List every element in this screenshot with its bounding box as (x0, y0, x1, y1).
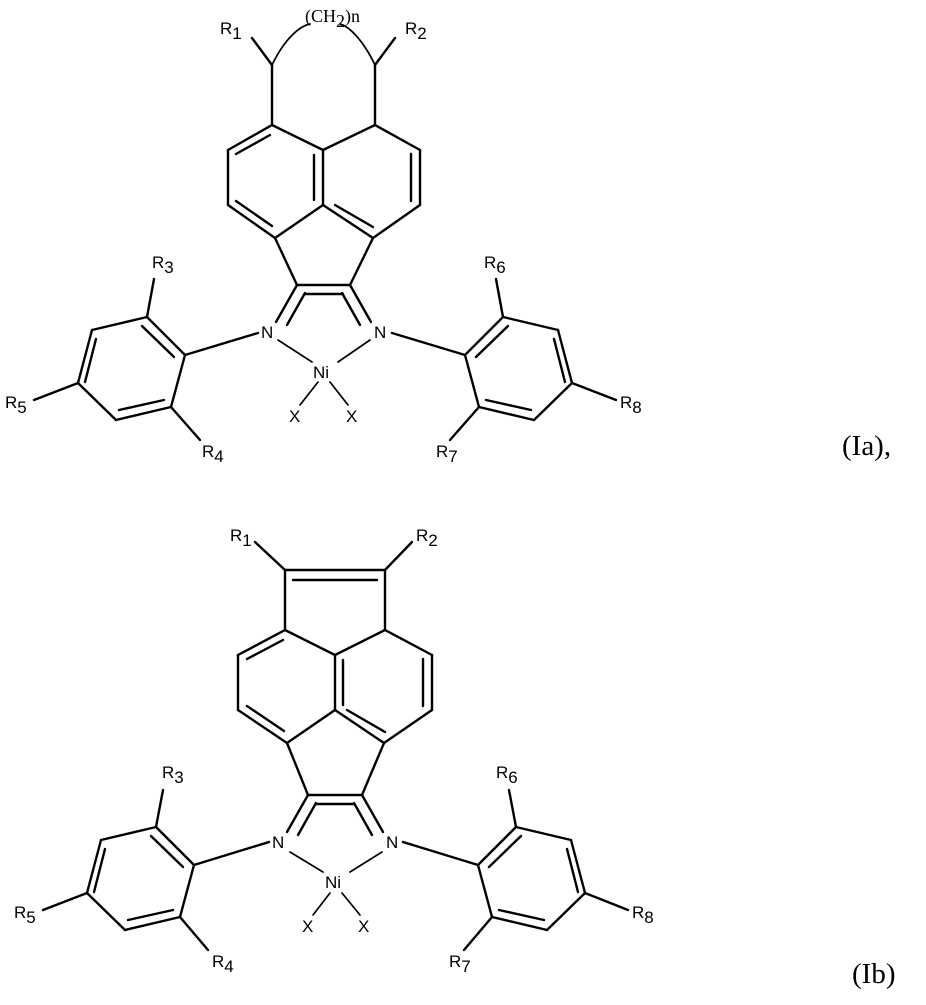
ia-r8-label: R8 (620, 393, 642, 417)
ia-r6-label: R6 (484, 253, 506, 277)
ia-bridge-label: (CH2)n (305, 6, 360, 31)
ib-r1-label: R1 (230, 526, 252, 550)
ib-ni-label: Ni (325, 873, 341, 892)
ia-x-right-label: X (346, 407, 357, 426)
ia-r1-label: R1 (220, 19, 242, 43)
formula-label-ib: (Ib) (852, 958, 895, 991)
ia-x-left-label: X (289, 407, 300, 426)
ia-n-left-label: N (261, 323, 273, 342)
ia-r2-label: R2 (405, 19, 427, 43)
ib-r6-label: R6 (496, 763, 518, 787)
ib-r7-label: R7 (449, 952, 471, 976)
ib-r5-label: R5 (14, 903, 36, 927)
structure-ia: (CH2)n R1 R2 R3 R4 R5 R6 R7 R8 N N Ni X … (5, 6, 642, 466)
ib-x-right-label: X (358, 917, 369, 936)
ib-r4-label: R4 (212, 952, 234, 976)
ia-r3-label: R3 (152, 253, 174, 277)
ia-n-right-label: N (374, 323, 386, 342)
ia-ni-label: Ni (313, 363, 329, 382)
ib-r3-label: R3 (162, 763, 184, 787)
ib-n-left-label: N (272, 833, 284, 852)
ia-r7-label: R7 (436, 442, 458, 466)
ib-r2-label: R2 (416, 526, 438, 550)
ia-r4-label: R4 (202, 442, 224, 466)
structure-ib: R1 R2 R3 R4 R5 R6 R7 R8 N N Ni X X (14, 526, 654, 976)
ib-x-left-label: X (302, 917, 313, 936)
ib-r8-label: R8 (632, 903, 654, 927)
ib-n-right-label: N (386, 833, 398, 852)
formula-label-ia: (Ia), (842, 430, 891, 463)
ia-r5-label: R5 (5, 393, 27, 417)
